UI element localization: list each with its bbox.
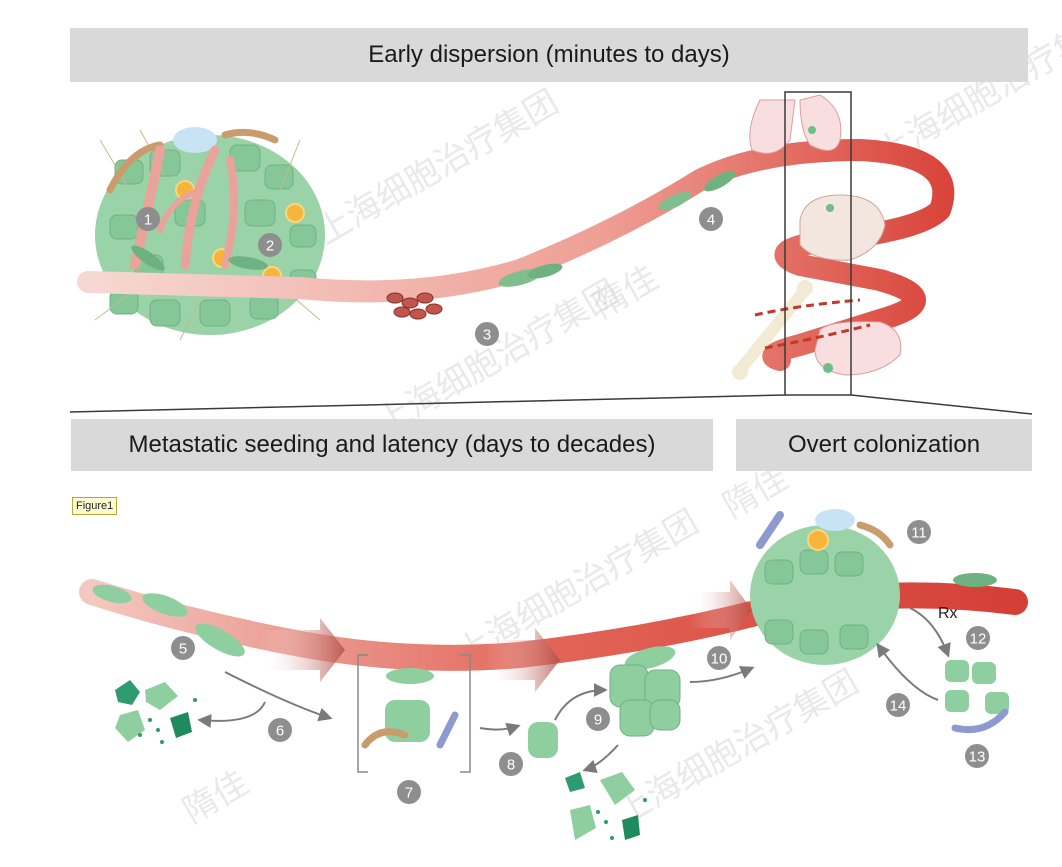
dying-cells [565, 772, 647, 840]
step-badge-10: 10 [707, 646, 731, 670]
header-overt-label: Overt colonization [787, 431, 981, 458]
header-early-dispersion: Early dispersion (minutes to days) [70, 28, 1028, 82]
step-badge-3: 3 [475, 322, 499, 346]
bone-organ [732, 280, 813, 380]
flow-arrow [260, 580, 752, 692]
overt-metastasis [750, 509, 900, 665]
primary-tumor [94, 127, 325, 341]
step-badge-5: 5 [171, 636, 195, 660]
step-badge-11: 11 [907, 520, 931, 544]
svg-text:6: 6 [276, 723, 284, 740]
step-badge-9: 9 [586, 707, 610, 731]
svg-text:2: 2 [266, 238, 274, 255]
micrometastasis [609, 664, 681, 737]
tumor-cell-cluster [131, 170, 736, 287]
svg-text:14: 14 [890, 698, 907, 715]
svg-text:10: 10 [711, 651, 728, 668]
svg-text:4: 4 [707, 212, 715, 229]
header-overt-colonization: Overt colonization [736, 419, 1032, 471]
single-tumor-cell [528, 722, 558, 758]
process-arrow [197, 607, 951, 774]
svg-text:13: 13 [969, 749, 986, 766]
svg-text:8: 8 [507, 757, 515, 774]
dormant-niche [357, 654, 471, 773]
step-badge-8: 8 [499, 752, 523, 776]
step-badge-13: 13 [965, 744, 989, 768]
blood-vessel-top [77, 139, 955, 371]
step-badge-7: 7 [397, 780, 421, 804]
step-badge-6: 6 [268, 718, 292, 742]
figure-tag[interactable]: Figure1 [72, 497, 118, 515]
tumor-cell-cluster [92, 573, 997, 684]
svg-text:12: 12 [970, 631, 987, 648]
step-badge-4: 4 [699, 207, 723, 231]
zoom-frame [69, 91, 1033, 415]
svg-text:5: 5 [179, 641, 187, 658]
step-badge-12: 12 [966, 626, 990, 650]
step-badge-2: 2 [258, 233, 282, 257]
step-badge-1: 1 [136, 207, 160, 231]
svg-text:1: 1 [144, 212, 152, 229]
residual-tumor-cells [945, 660, 1009, 734]
header-early-label: Early dispersion (minutes to days) [368, 41, 730, 68]
lung-organ [749, 94, 842, 154]
platelet-cluster [386, 292, 443, 320]
dying-cells [115, 680, 197, 744]
brain-organ [799, 194, 886, 261]
liver-organ [814, 321, 902, 376]
header-seeding-label: Metastatic seeding and latency (days to … [128, 431, 656, 458]
step-badge-14: 14 [886, 693, 910, 717]
svg-text:11: 11 [911, 525, 927, 542]
svg-text:3: 3 [483, 327, 491, 344]
svg-text:7: 7 [405, 785, 413, 802]
treatment-label: Rx [938, 605, 958, 622]
svg-text:9: 9 [594, 712, 602, 729]
header-metastatic-seeding: Metastatic seeding and latency (days to … [71, 419, 713, 471]
